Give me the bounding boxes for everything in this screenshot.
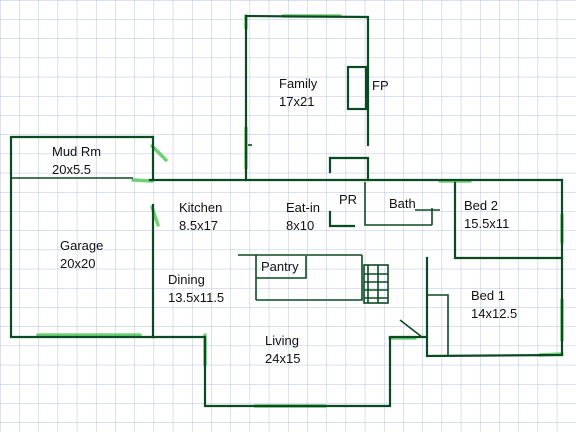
mudrm-size: 20x5.5	[52, 162, 91, 177]
bed2-size: 15.5x11	[464, 216, 509, 231]
bath-name: Bath	[389, 196, 416, 211]
dining-size: 13.5x11.5	[168, 290, 224, 305]
walls	[9, 14, 564, 408]
bed2-name: Bed 2	[464, 198, 498, 213]
fp-name: FP	[372, 78, 389, 93]
living-size: 24x15	[265, 351, 300, 366]
kitchen-name: Kitchen	[179, 200, 222, 215]
pr-name: PR	[339, 192, 357, 207]
pantry-name: Pantry	[261, 259, 299, 274]
kitchen-size: 8.5x17	[179, 218, 218, 233]
bed1-size: 14x12.5	[471, 306, 517, 321]
eatin-size: 8x10	[286, 218, 314, 233]
garage-name: Garage	[60, 238, 103, 253]
mudrm-name: Mud Rm	[52, 144, 101, 159]
room-labels: Family 17x21 FP Mud Rm 20x5.5 Kitchen 8.…	[52, 76, 517, 366]
living-name: Living	[265, 333, 299, 348]
dining-name: Dining	[168, 272, 205, 287]
fireplace	[346, 65, 368, 111]
bed1-name: Bed 1	[471, 288, 505, 303]
garage-size: 20x20	[60, 256, 95, 271]
family-size: 17x21	[279, 94, 314, 109]
staircase	[363, 264, 389, 304]
eatin-name: Eat-in	[286, 200, 320, 215]
family-name: Family	[279, 76, 318, 91]
